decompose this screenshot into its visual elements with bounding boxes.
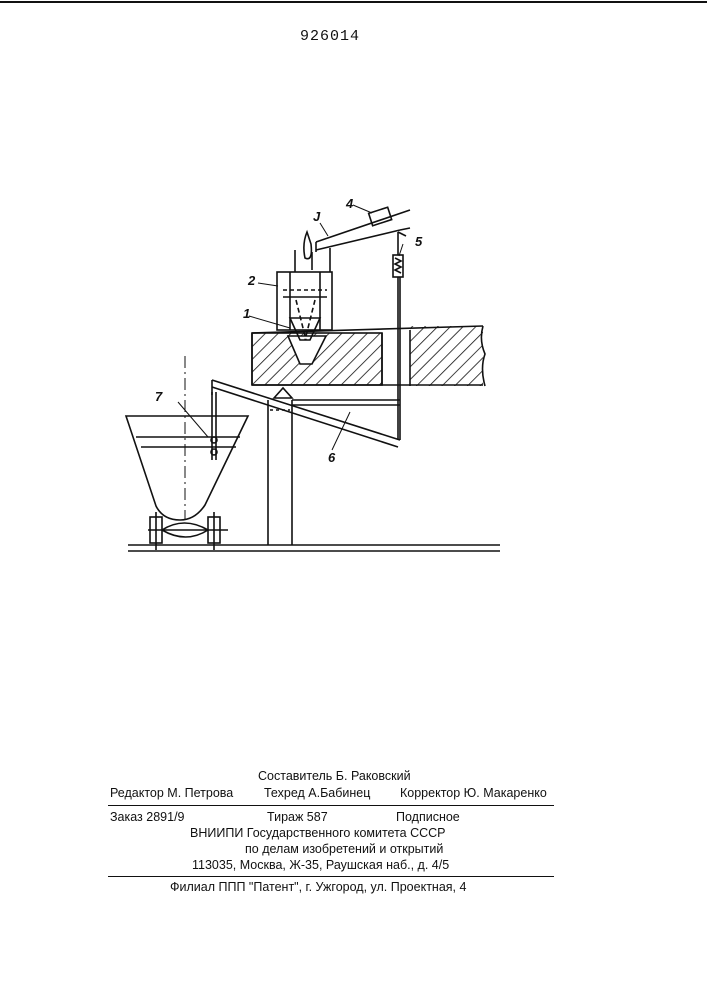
label-3: J (313, 209, 320, 224)
imprint-divider-2 (108, 876, 554, 877)
mold-table (252, 326, 485, 386)
imprint-editor: Редактор М. Петрова (110, 786, 233, 800)
imprint-org-line2: по делам изобретений и открытий (245, 842, 443, 856)
label-5: 5 (415, 234, 422, 249)
label-7: 7 (155, 389, 162, 404)
imprint-techred: Техред А.Бабинец (264, 786, 370, 800)
chute-6 (212, 380, 400, 447)
imprint-address: 113035, Москва, Ж-35, Раушская наб., д. … (192, 858, 449, 872)
spring-rod-5 (393, 232, 403, 440)
imprint-branch: Филиал ППП "Патент", г. Ужгород, ул. Про… (170, 880, 466, 894)
label-4: 4 (346, 196, 353, 211)
imprint-divider-1 (108, 805, 554, 806)
imprint-circulation: Тираж 587 (267, 810, 328, 824)
label-1: 1 (243, 306, 250, 321)
imprint-subscription: Подписное (396, 810, 460, 824)
label-2: 2 (248, 273, 255, 288)
imprint-corrector: Корректор Ю. Макаренко (400, 786, 547, 800)
ladle-7 (126, 356, 248, 520)
imprint-org-line1: ВНИИПИ Государственного комитета СССР (190, 826, 446, 840)
imprint-compiler: Составитель Б. Раковский (258, 769, 411, 783)
label-6: 6 (328, 450, 335, 465)
imprint-order: Заказ 2891/9 (110, 810, 185, 824)
